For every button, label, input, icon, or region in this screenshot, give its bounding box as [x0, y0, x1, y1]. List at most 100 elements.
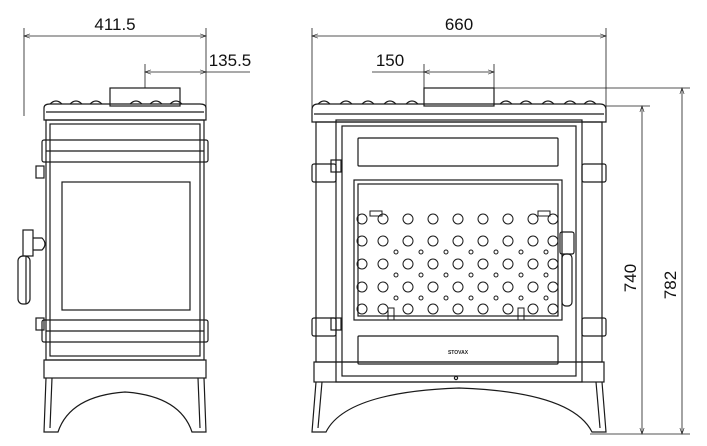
grate-hole: [356, 213, 368, 225]
grate-hole: [547, 235, 559, 247]
grate-hole: [477, 235, 489, 247]
grate-hole: [468, 295, 474, 301]
grate-hole: [527, 213, 539, 225]
grate-hole: [377, 281, 389, 293]
front-door-frame: [335, 119, 583, 383]
grate-hole: [427, 281, 439, 293]
front-bottom-air-slot: [357, 335, 559, 365]
front-firebox-grate: [356, 210, 559, 321]
front-body: [315, 121, 603, 363]
grate-bracket: [537, 210, 551, 217]
front-view: [311, 87, 607, 433]
grate-hole: [543, 295, 549, 301]
grate-hole: [493, 249, 499, 255]
grate-hole: [518, 272, 524, 278]
grate-hole: [452, 303, 464, 315]
front-top-plate: [311, 100, 607, 123]
grate-hole: [477, 213, 489, 225]
grate-hole: [527, 258, 539, 270]
grate-hole: [393, 249, 399, 255]
grate-hole: [402, 303, 414, 315]
grate-hole: [393, 295, 399, 301]
grate-hole: [356, 258, 368, 270]
grate-hole: [452, 235, 464, 247]
grate-hole: [477, 281, 489, 293]
dim-front-width-label: 660: [445, 15, 473, 34]
grate-hole: [377, 258, 389, 270]
grate-hole: [468, 272, 474, 278]
grate-hole: [527, 235, 539, 247]
side-legs: [43, 377, 207, 433]
dim-side-flue-label: 135.5: [209, 51, 252, 70]
front-door-handle[interactable]: [559, 231, 575, 307]
grate-hole: [527, 303, 539, 315]
grate-hole: [518, 295, 524, 301]
front-hinge-bottom: [330, 317, 342, 331]
grate-hole: [468, 249, 474, 255]
grate-hole: [393, 272, 399, 278]
grate-hole: [547, 281, 559, 293]
side-top-plate: [43, 100, 207, 121]
side-body: [45, 119, 205, 361]
grate-hole: [502, 303, 514, 315]
grate-hole: [502, 258, 514, 270]
front-hinge-top: [330, 159, 342, 173]
grate-hole: [452, 213, 464, 225]
grate-hole: [502, 213, 514, 225]
grate-hole: [543, 249, 549, 255]
grate-hole: [356, 235, 368, 247]
dim-height-740-label: 740: [621, 264, 640, 292]
side-view: [17, 87, 209, 433]
grate-foot: [387, 307, 395, 321]
grate-hole: [377, 235, 389, 247]
grate-hole: [518, 249, 524, 255]
dim-side-depth-label: 411.5: [94, 15, 135, 34]
grate-hole: [427, 235, 439, 247]
grate-hole: [543, 272, 549, 278]
grate-hole: [493, 272, 499, 278]
grate-hole: [356, 303, 368, 315]
grate-hole: [547, 303, 559, 315]
side-hinge-top: [35, 165, 45, 179]
grate-hole: [402, 258, 414, 270]
grate-hole: [418, 249, 424, 255]
dim-height-782-label: 782: [661, 271, 680, 299]
dimension-lines: [23, 28, 690, 435]
grate-hole: [477, 303, 489, 315]
grate-hole: [527, 281, 539, 293]
grate-hole: [427, 213, 439, 225]
grate-hole: [493, 295, 499, 301]
front-top-air-slot: [357, 137, 559, 167]
front-ash-pan-knob[interactable]: [453, 375, 459, 381]
side-door-handle[interactable]: [17, 229, 46, 305]
grate-hole: [443, 295, 449, 301]
grate-hole: [427, 258, 439, 270]
grate-foot: [517, 307, 525, 321]
side-upper-band: [41, 139, 209, 163]
front-glass-window: [353, 179, 563, 321]
grate-hole: [427, 303, 439, 315]
grate-hole: [547, 213, 559, 225]
brand-label: STOVAX: [448, 350, 469, 356]
grate-hole: [547, 258, 559, 270]
grate-hole: [502, 281, 514, 293]
grate-hole: [443, 272, 449, 278]
grate-hole: [418, 272, 424, 278]
grate-hole: [402, 213, 414, 225]
front-base: [313, 361, 605, 383]
front-flue-collar: [423, 87, 495, 107]
side-hinge-bottom: [35, 317, 45, 331]
grate-hole: [356, 281, 368, 293]
grate-bracket: [369, 210, 383, 217]
side-base: [43, 359, 207, 379]
grate-hole: [502, 235, 514, 247]
grate-hole: [418, 295, 424, 301]
grate-hole: [402, 235, 414, 247]
grate-hole: [452, 281, 464, 293]
grate-hole: [377, 213, 389, 225]
front-legs: [311, 381, 607, 433]
side-flue-collar: [109, 87, 181, 107]
grate-hole: [402, 281, 414, 293]
dim-front-flue-label: 150: [376, 51, 404, 70]
